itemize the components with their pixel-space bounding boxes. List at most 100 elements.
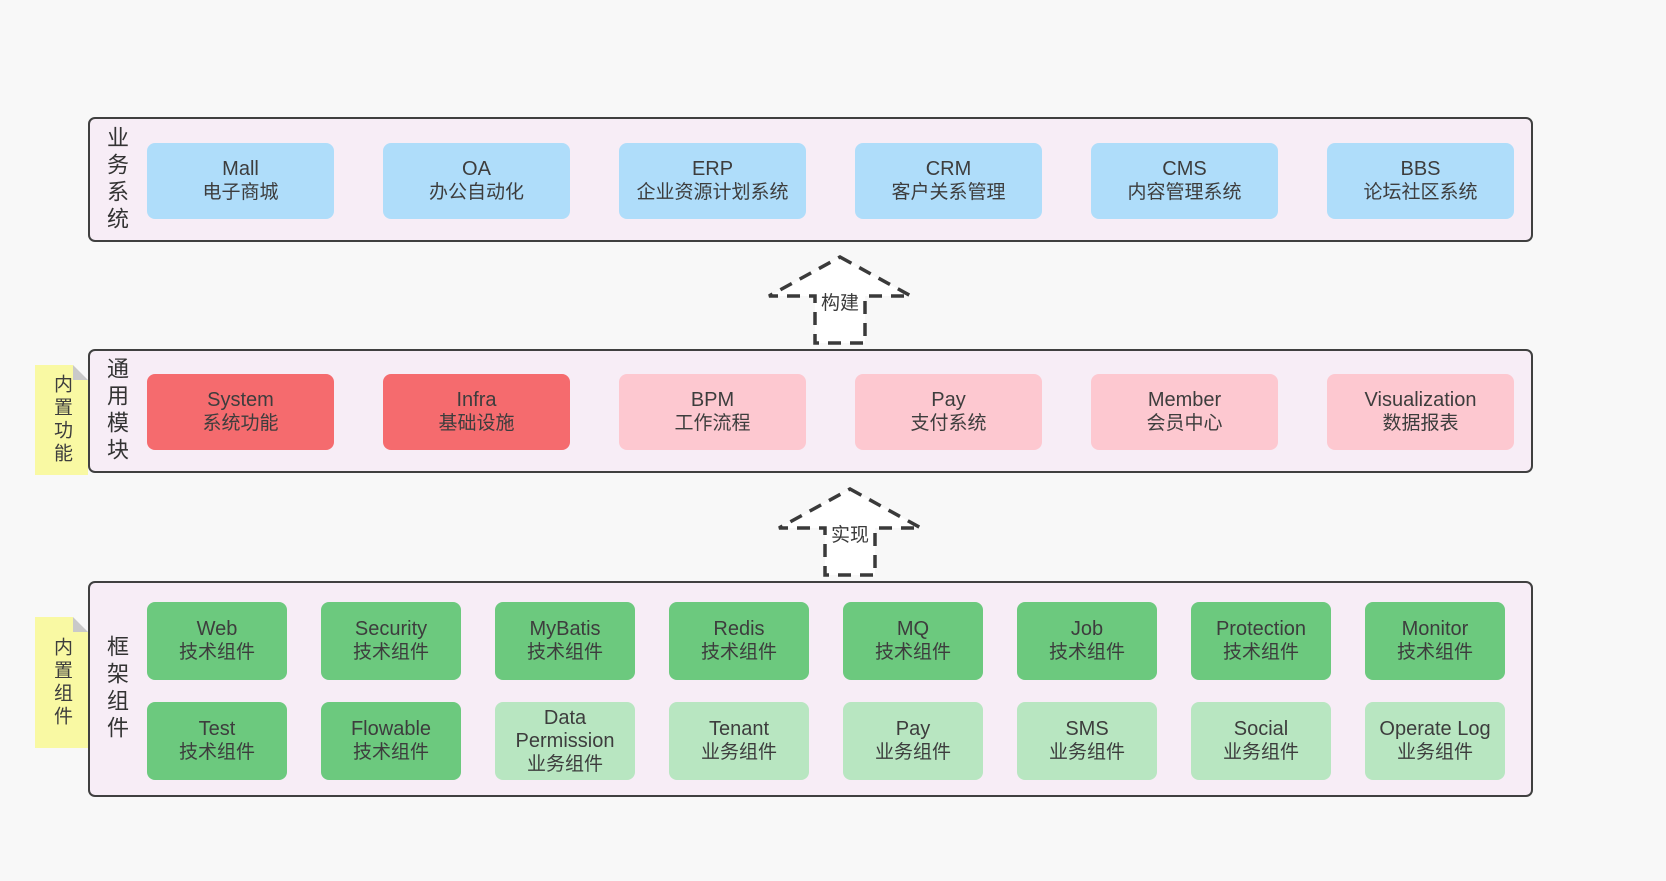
band-framework-components: 框架组件 Web 技术组件 Security 技术组件 MyBatis 技术组件…	[88, 581, 1533, 797]
box-infra: Infra 基础设施	[383, 374, 570, 450]
box-title-en: Pay	[931, 389, 966, 411]
box-tenant: Tenant 业务组件	[669, 702, 809, 780]
box-title-en: Tenant	[708, 718, 770, 740]
box-member: Member 会员中心	[1091, 374, 1278, 450]
box-title-zh: 技术组件	[526, 642, 603, 663]
box-pay: Pay 支付系统	[855, 374, 1042, 450]
business-box-row: Mall 电子商城 OA 办公自动化 ERP 企业资源计划系统 CRM 客户关系…	[147, 143, 1514, 219]
band-label-business-systems: 业务系统	[104, 125, 129, 234]
box-title-en: Monitor	[1401, 618, 1469, 640]
box-title-zh: 技术组件	[874, 642, 951, 663]
box-title-zh: 业务组件	[1048, 742, 1125, 763]
box-title-en: Member	[1147, 389, 1222, 411]
box-mybatis: MyBatis 技术组件	[495, 602, 635, 680]
box-title-en: Security	[354, 618, 428, 640]
box-social: Social 业务组件	[1191, 702, 1331, 780]
box-title-zh: 技术组件	[1222, 642, 1299, 663]
box-title-zh: 技术组件	[1048, 642, 1125, 663]
build-arrow-label: 构建	[817, 288, 863, 315]
box-test: Test 技术组件	[147, 702, 287, 780]
box-crm: CRM 客户关系管理	[855, 143, 1042, 219]
box-system: System 系统功能	[147, 374, 334, 450]
box-title-zh: 客户关系管理	[891, 182, 1006, 203]
box-title-zh: 会员中心	[1146, 413, 1223, 434]
framework-box-row-1: Web 技术组件 Security 技术组件 MyBatis 技术组件 Redi…	[147, 602, 1505, 680]
framework-box-row-2: Test 技术组件 Flowable 技术组件 Data Permission …	[147, 702, 1505, 780]
box-cms: CMS 内容管理系统	[1091, 143, 1278, 219]
box-data-permission: Data Permission 业务组件	[495, 702, 635, 780]
box-title-en: Redis	[713, 618, 765, 640]
box-title-zh: 数据报表	[1382, 413, 1459, 434]
box-title-zh: 业务组件	[700, 742, 777, 763]
band-label-common-modules: 通用模块	[104, 357, 129, 465]
band-business-systems: 业务系统 Mall 电子商城 OA 办公自动化 ERP 企业资源计划系统 CRM…	[88, 117, 1533, 242]
box-title-zh: 业务组件	[874, 742, 951, 763]
sticky-note-label: 内置功能	[51, 374, 72, 466]
box-title-en: Data Permission	[515, 706, 615, 752]
box-redis: Redis 技术组件	[669, 602, 809, 680]
box-title-zh: 技术组件	[1396, 642, 1473, 663]
box-title-zh: 技术组件	[352, 742, 429, 763]
box-title-en: MyBatis	[529, 618, 601, 640]
box-title-zh: 基础设施	[438, 413, 515, 434]
box-operate-log: Operate Log 业务组件	[1365, 702, 1505, 780]
box-flowable: Flowable 技术组件	[321, 702, 461, 780]
box-title-en: BBS	[1400, 158, 1441, 180]
box-title-en: System	[207, 389, 274, 411]
box-title-en: Mall	[222, 158, 259, 180]
box-title-zh: 工作流程	[674, 413, 751, 434]
box-title-zh: 支付系统	[910, 413, 987, 434]
box-title-en: Web	[196, 618, 238, 640]
box-title-en: CMS	[1162, 158, 1207, 180]
build-arrow: 构建	[765, 254, 915, 346]
box-bpm: BPM 工作流程	[619, 374, 806, 450]
box-title-zh: 技术组件	[178, 642, 255, 663]
box-title-zh: 技术组件	[700, 642, 777, 663]
box-oa: OA 办公自动化	[383, 143, 570, 219]
box-title-en: Job	[1070, 618, 1104, 640]
box-title-en: OA	[462, 158, 491, 180]
box-title-zh: 内容管理系统	[1127, 182, 1242, 203]
box-title-en: Visualization	[1364, 389, 1477, 411]
box-title-zh: 系统功能	[202, 413, 279, 434]
box-mall: Mall 电子商城	[147, 143, 334, 219]
box-title-zh: 技术组件	[352, 642, 429, 663]
box-title-zh: 论坛社区系统	[1363, 182, 1478, 203]
box-title-zh: 电子商城	[202, 182, 279, 203]
box-title-en: Protection	[1215, 618, 1307, 640]
box-title-en: Operate Log	[1379, 718, 1491, 740]
implement-arrow: 实现	[775, 486, 925, 578]
box-security: Security 技术组件	[321, 602, 461, 680]
box-title-zh: 办公自动化	[428, 182, 524, 203]
box-title-en: Pay	[895, 718, 931, 740]
box-monitor: Monitor 技术组件	[1365, 602, 1505, 680]
box-title-zh: 业务组件	[526, 753, 603, 775]
box-title-zh: 业务组件	[1396, 742, 1473, 763]
sticky-note-label: 内置组件	[51, 636, 72, 729]
module-box-row: System 系统功能 Infra 基础设施 BPM 工作流程 Pay 支付系统…	[147, 374, 1514, 450]
box-visualization: Visualization 数据报表	[1327, 374, 1514, 450]
box-title-en: ERP	[691, 158, 734, 180]
box-title-en: CRM	[925, 158, 972, 180]
box-title-en: Test	[198, 718, 236, 740]
band-label-framework-components: 框架组件	[104, 635, 129, 743]
box-sms: SMS 业务组件	[1017, 702, 1157, 780]
box-title-zh: 业务组件	[1222, 742, 1299, 763]
box-title-zh: 企业资源计划系统	[636, 182, 789, 203]
band-common-modules: 通用模块 System 系统功能 Infra 基础设施 BPM 工作流程 Pay…	[88, 349, 1533, 473]
implement-arrow-label: 实现	[827, 520, 873, 547]
box-title-en: MQ	[896, 618, 930, 640]
box-mq: MQ 技术组件	[843, 602, 983, 680]
box-protection: Protection 技术组件	[1191, 602, 1331, 680]
box-title-en: BPM	[690, 389, 735, 411]
box-pay-biz: Pay 业务组件	[843, 702, 983, 780]
sticky-note-builtin-components: 内置组件	[35, 617, 88, 748]
box-title-en: Social	[1233, 718, 1289, 740]
box-title-en: SMS	[1065, 718, 1109, 740]
box-title-en: Flowable	[350, 718, 432, 740]
box-job: Job 技术组件	[1017, 602, 1157, 680]
box-bbs: BBS 论坛社区系统	[1327, 143, 1514, 219]
box-web: Web 技术组件	[147, 602, 287, 680]
box-title-zh: 技术组件	[178, 742, 255, 763]
